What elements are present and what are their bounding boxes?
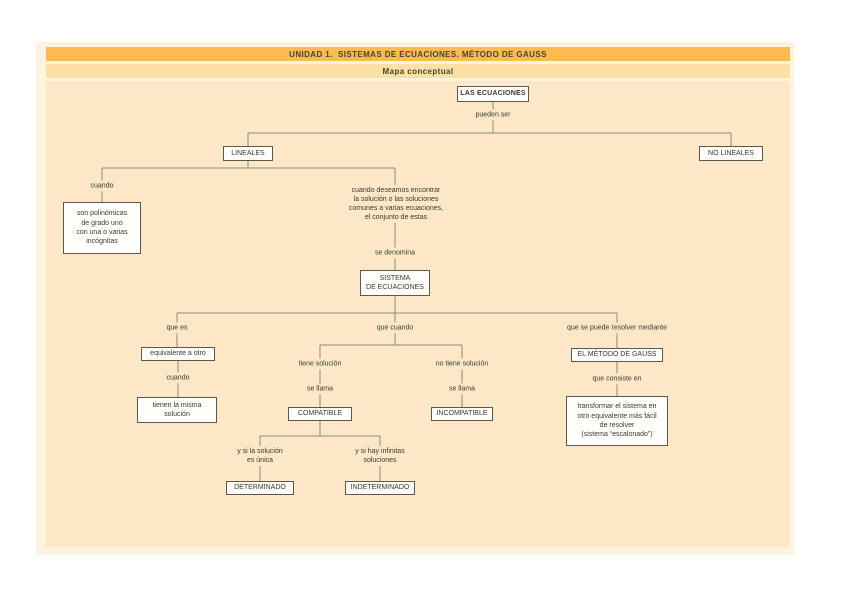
concept-map-panel xyxy=(46,81,790,547)
label-pueden-ser: pueden ser xyxy=(472,109,514,121)
label-tiene-solucion: tiene solución xyxy=(295,358,345,370)
unit-title-bar: UNIDAD 1. SISTEMAS DE ECUACIONES. MÉTODO… xyxy=(46,47,790,61)
label-y-si-infinitas: y si hay infinitas soluciones xyxy=(352,445,408,467)
label-que-es: que es xyxy=(163,322,191,334)
label-cuando-1: cuando xyxy=(87,180,117,192)
label-que-resolver: que se puede resolver mediante xyxy=(563,322,671,334)
node-incompatible: INCOMPATIBLE xyxy=(431,407,493,421)
label-que-consiste: que consiste en xyxy=(589,373,645,385)
node-polinomicas: son polinómicas de grado uno con una o v… xyxy=(63,202,141,254)
node-compatible: COMPATIBLE xyxy=(288,407,352,421)
node-transformar-sistema: transformar el sistema en otro equivalen… xyxy=(566,396,668,446)
node-lineales: LINEALES xyxy=(223,146,273,161)
label-cuando-2: cuando xyxy=(163,372,193,384)
node-indeterminado: INDETERMINADO xyxy=(345,481,415,495)
node-equivalente-a-otro: equivalente a otro xyxy=(141,347,215,361)
section-title: Mapa conceptual xyxy=(382,66,454,76)
node-sistema-de-ecuaciones: SISTEMA DE ECUACIONES xyxy=(360,270,430,296)
node-no-lineales: NO LINEALES xyxy=(699,146,763,161)
label-se-llama-1: se llama xyxy=(303,383,337,395)
label-que-cuando: que cuando xyxy=(373,322,417,334)
node-metodo-de-gauss: EL MÉTODO DE GAUSS xyxy=(571,348,663,362)
label-y-si-unica: y si la solución es única xyxy=(234,445,286,467)
node-determinado: DETERMINADO xyxy=(226,481,294,495)
label-no-tiene-solucion: no tiene solución xyxy=(432,358,492,370)
label-se-llama-2: se llama xyxy=(445,383,479,395)
section-title-bar: Mapa conceptual xyxy=(46,64,790,78)
unit-title: UNIDAD 1. SISTEMAS DE ECUACIONES. MÉTODO… xyxy=(289,49,547,59)
node-las-ecuaciones: LAS ECUACIONES xyxy=(457,86,529,102)
label-se-denomina: se denomina xyxy=(371,247,419,259)
label-cuando-deseamos: cuando deseamos encontrar la solución o … xyxy=(345,184,447,224)
node-misma-solucion: tienen la misma solución xyxy=(137,397,217,423)
